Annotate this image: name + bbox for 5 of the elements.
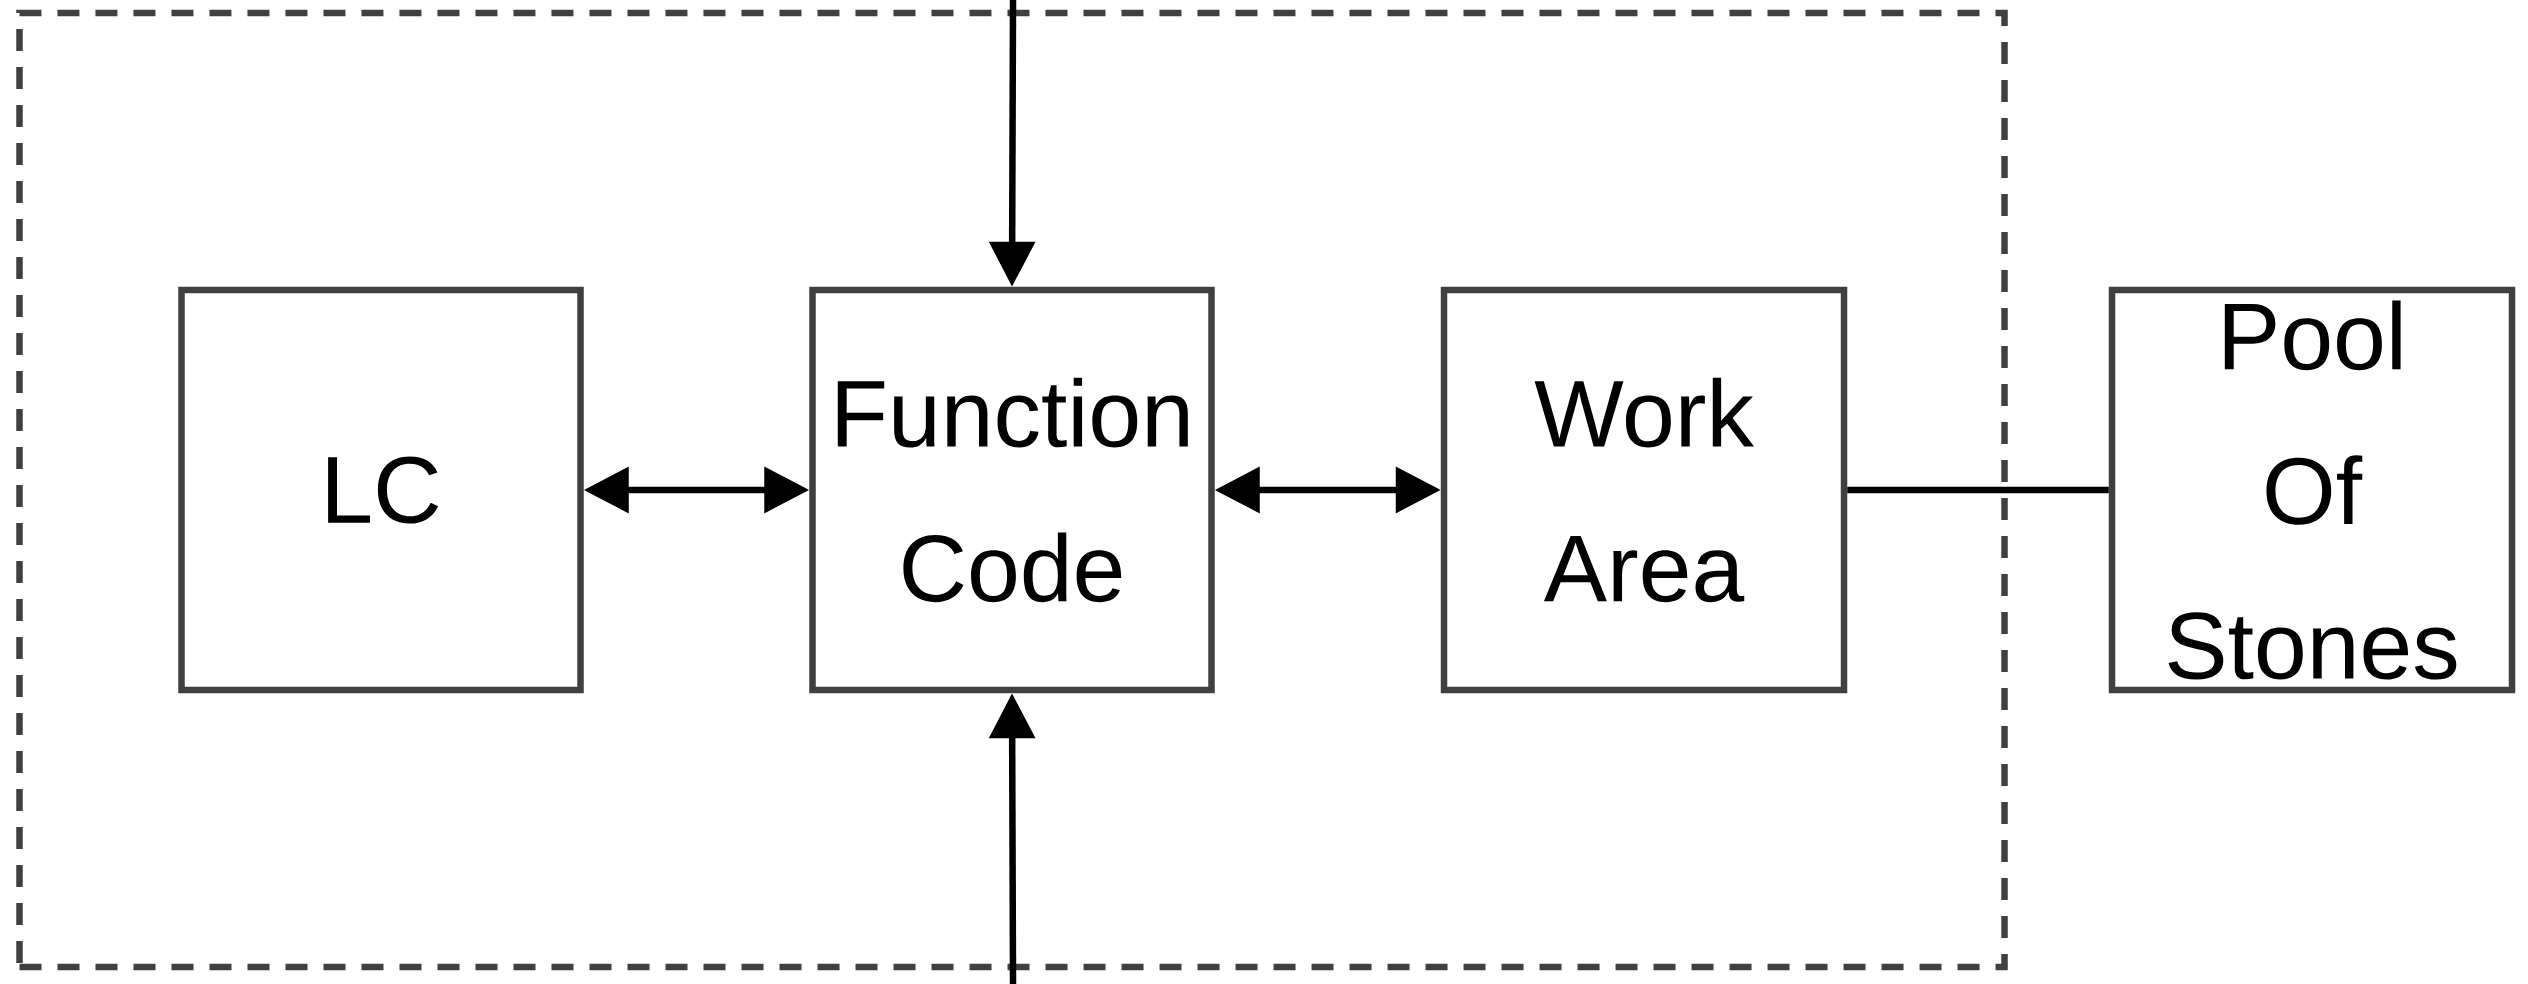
process-box: Work Area: [1440, 286, 1848, 694]
dashed-boundary: [16, 9, 2008, 971]
process-box: Function Code: [809, 286, 1215, 694]
process-box: Pool Of Stones: [2108, 286, 2516, 694]
process-box: LC: [178, 286, 584, 694]
